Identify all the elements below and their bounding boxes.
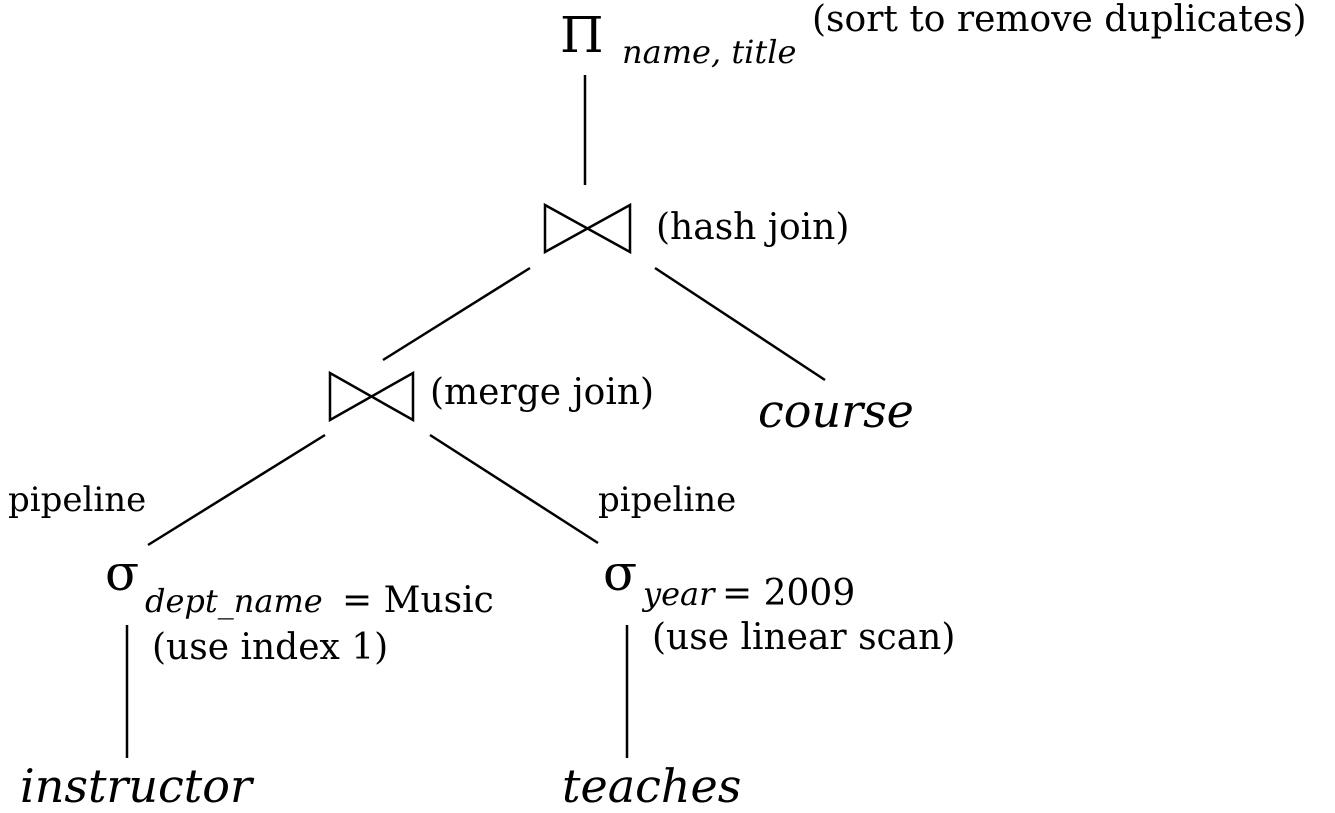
edge-mergejoin-selection-left [147, 433, 326, 547]
merge-join-icon [328, 370, 415, 423]
pipeline-label-left: pipeline [8, 480, 147, 520]
projection-attributes: name, title [622, 33, 797, 71]
selection-left-symbol: σ [105, 544, 140, 602]
relation-instructor: instructor [20, 759, 252, 813]
hash-join-icon [543, 202, 632, 255]
merge-join-label: (merge join) [430, 372, 655, 413]
selection-right-condition: = 2009 [722, 573, 856, 614]
selection-right-symbol: σ [603, 544, 638, 602]
projection-note: (sort to remove duplicates) [812, 0, 1307, 40]
selection-left-note: (use index 1) [152, 627, 389, 668]
selection-right-attribute: year [643, 575, 715, 613]
relation-teaches: teaches [562, 759, 742, 813]
edge-hashjoin-mergejoin [382, 266, 531, 362]
selection-right-note: (use linear scan) [652, 617, 956, 658]
relation-course: course [758, 384, 914, 438]
pipeline-label-right: pipeline [598, 480, 737, 520]
edge-mergejoin-selection-right [429, 433, 599, 545]
edge-hashjoin-course [654, 266, 826, 382]
selection-left-attribute: dept_name [145, 582, 323, 620]
hash-join-label: (hash join) [656, 207, 850, 248]
projection-symbol: Π [560, 6, 604, 64]
selection-left-condition: = Music [342, 580, 494, 621]
